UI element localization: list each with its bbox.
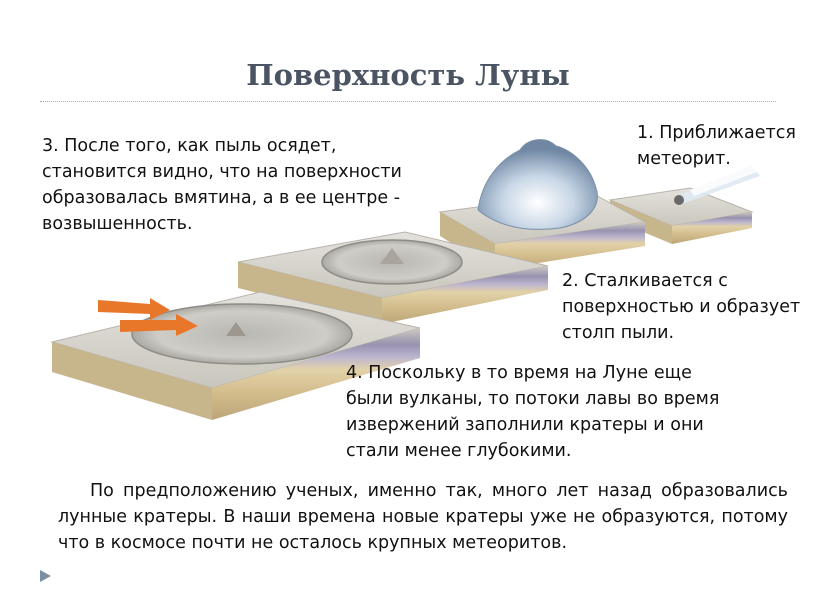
caption-step-1: 1. Приближается метеорит. bbox=[637, 123, 796, 169]
caption-step-4: 4. Поскольку в то время на Луне еще были… bbox=[346, 363, 720, 461]
caption-step-2: 2. Сталкивается с поверхностью и образуе… bbox=[562, 271, 801, 343]
meteorite-trail-icon bbox=[674, 162, 762, 205]
block-crater-peak bbox=[237, 231, 549, 324]
slide-title: Поверхность Луны bbox=[246, 58, 570, 92]
caption-step-3: 3. После того, как пыль осядет, становит… bbox=[42, 136, 402, 234]
body-paragraph: По предположению ученых, именно так, мно… bbox=[58, 481, 788, 553]
block-lava-crater bbox=[50, 291, 421, 420]
title-divider bbox=[40, 101, 776, 102]
dust-column-icon bbox=[477, 139, 598, 230]
lava-flow-arrows-icon bbox=[98, 298, 198, 336]
triangle-bullet-icon bbox=[40, 570, 51, 582]
